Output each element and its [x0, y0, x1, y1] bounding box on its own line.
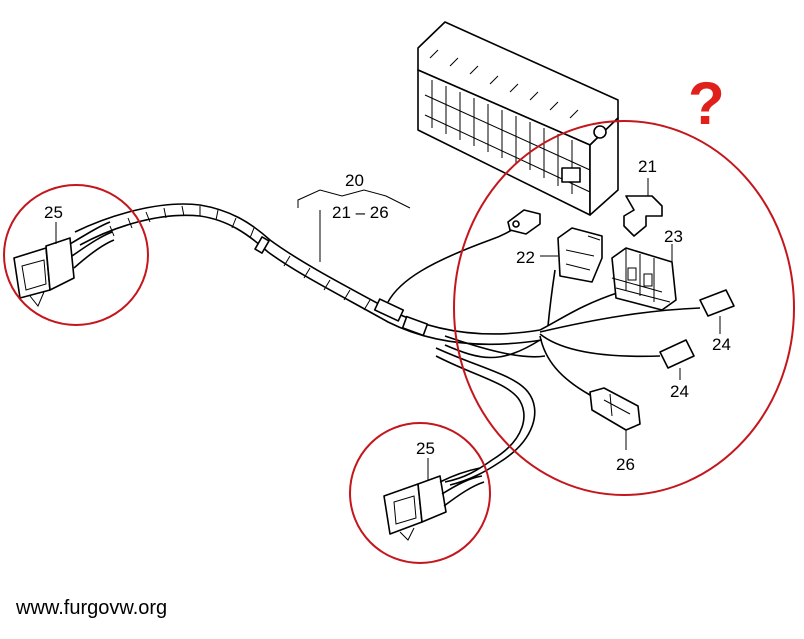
- part-26-connector: [589, 387, 641, 450]
- highlight-circle-left: [3, 184, 149, 326]
- part-25-connector-bottom: [383, 458, 485, 541]
- small-plug: [507, 209, 541, 235]
- part-24-terminal-a: [699, 289, 735, 334]
- callout-25-bottom: 25: [416, 439, 435, 458]
- main-harness: [74, 203, 543, 346]
- highlight-circle-bottom: [349, 422, 491, 564]
- part-25-connector-left: [13, 221, 115, 307]
- highlight-circle-right: [453, 120, 795, 496]
- callout-20: 20: [345, 171, 364, 190]
- part-24-terminal-b: [659, 339, 695, 380]
- callout-22: 22: [516, 248, 535, 267]
- callout-25-left: 25: [44, 203, 63, 222]
- part-21-bracket: [623, 178, 663, 237]
- callout-26: 26: [616, 455, 635, 474]
- callout-24-lower: 24: [670, 382, 689, 401]
- part-22-holder: [540, 227, 603, 283]
- fuse-box: [417, 21, 619, 216]
- callout-23: 23: [664, 227, 683, 246]
- callout-24-upper: 24: [712, 335, 731, 354]
- part-23-connector: [611, 244, 677, 311]
- website-label: www.furgovw.org: [15, 597, 167, 619]
- callout-21: 21: [638, 157, 657, 176]
- question-mark: ?: [688, 70, 725, 137]
- callout-21-26: 21 – 26: [332, 203, 389, 222]
- callout-20-brace: [297, 189, 411, 209]
